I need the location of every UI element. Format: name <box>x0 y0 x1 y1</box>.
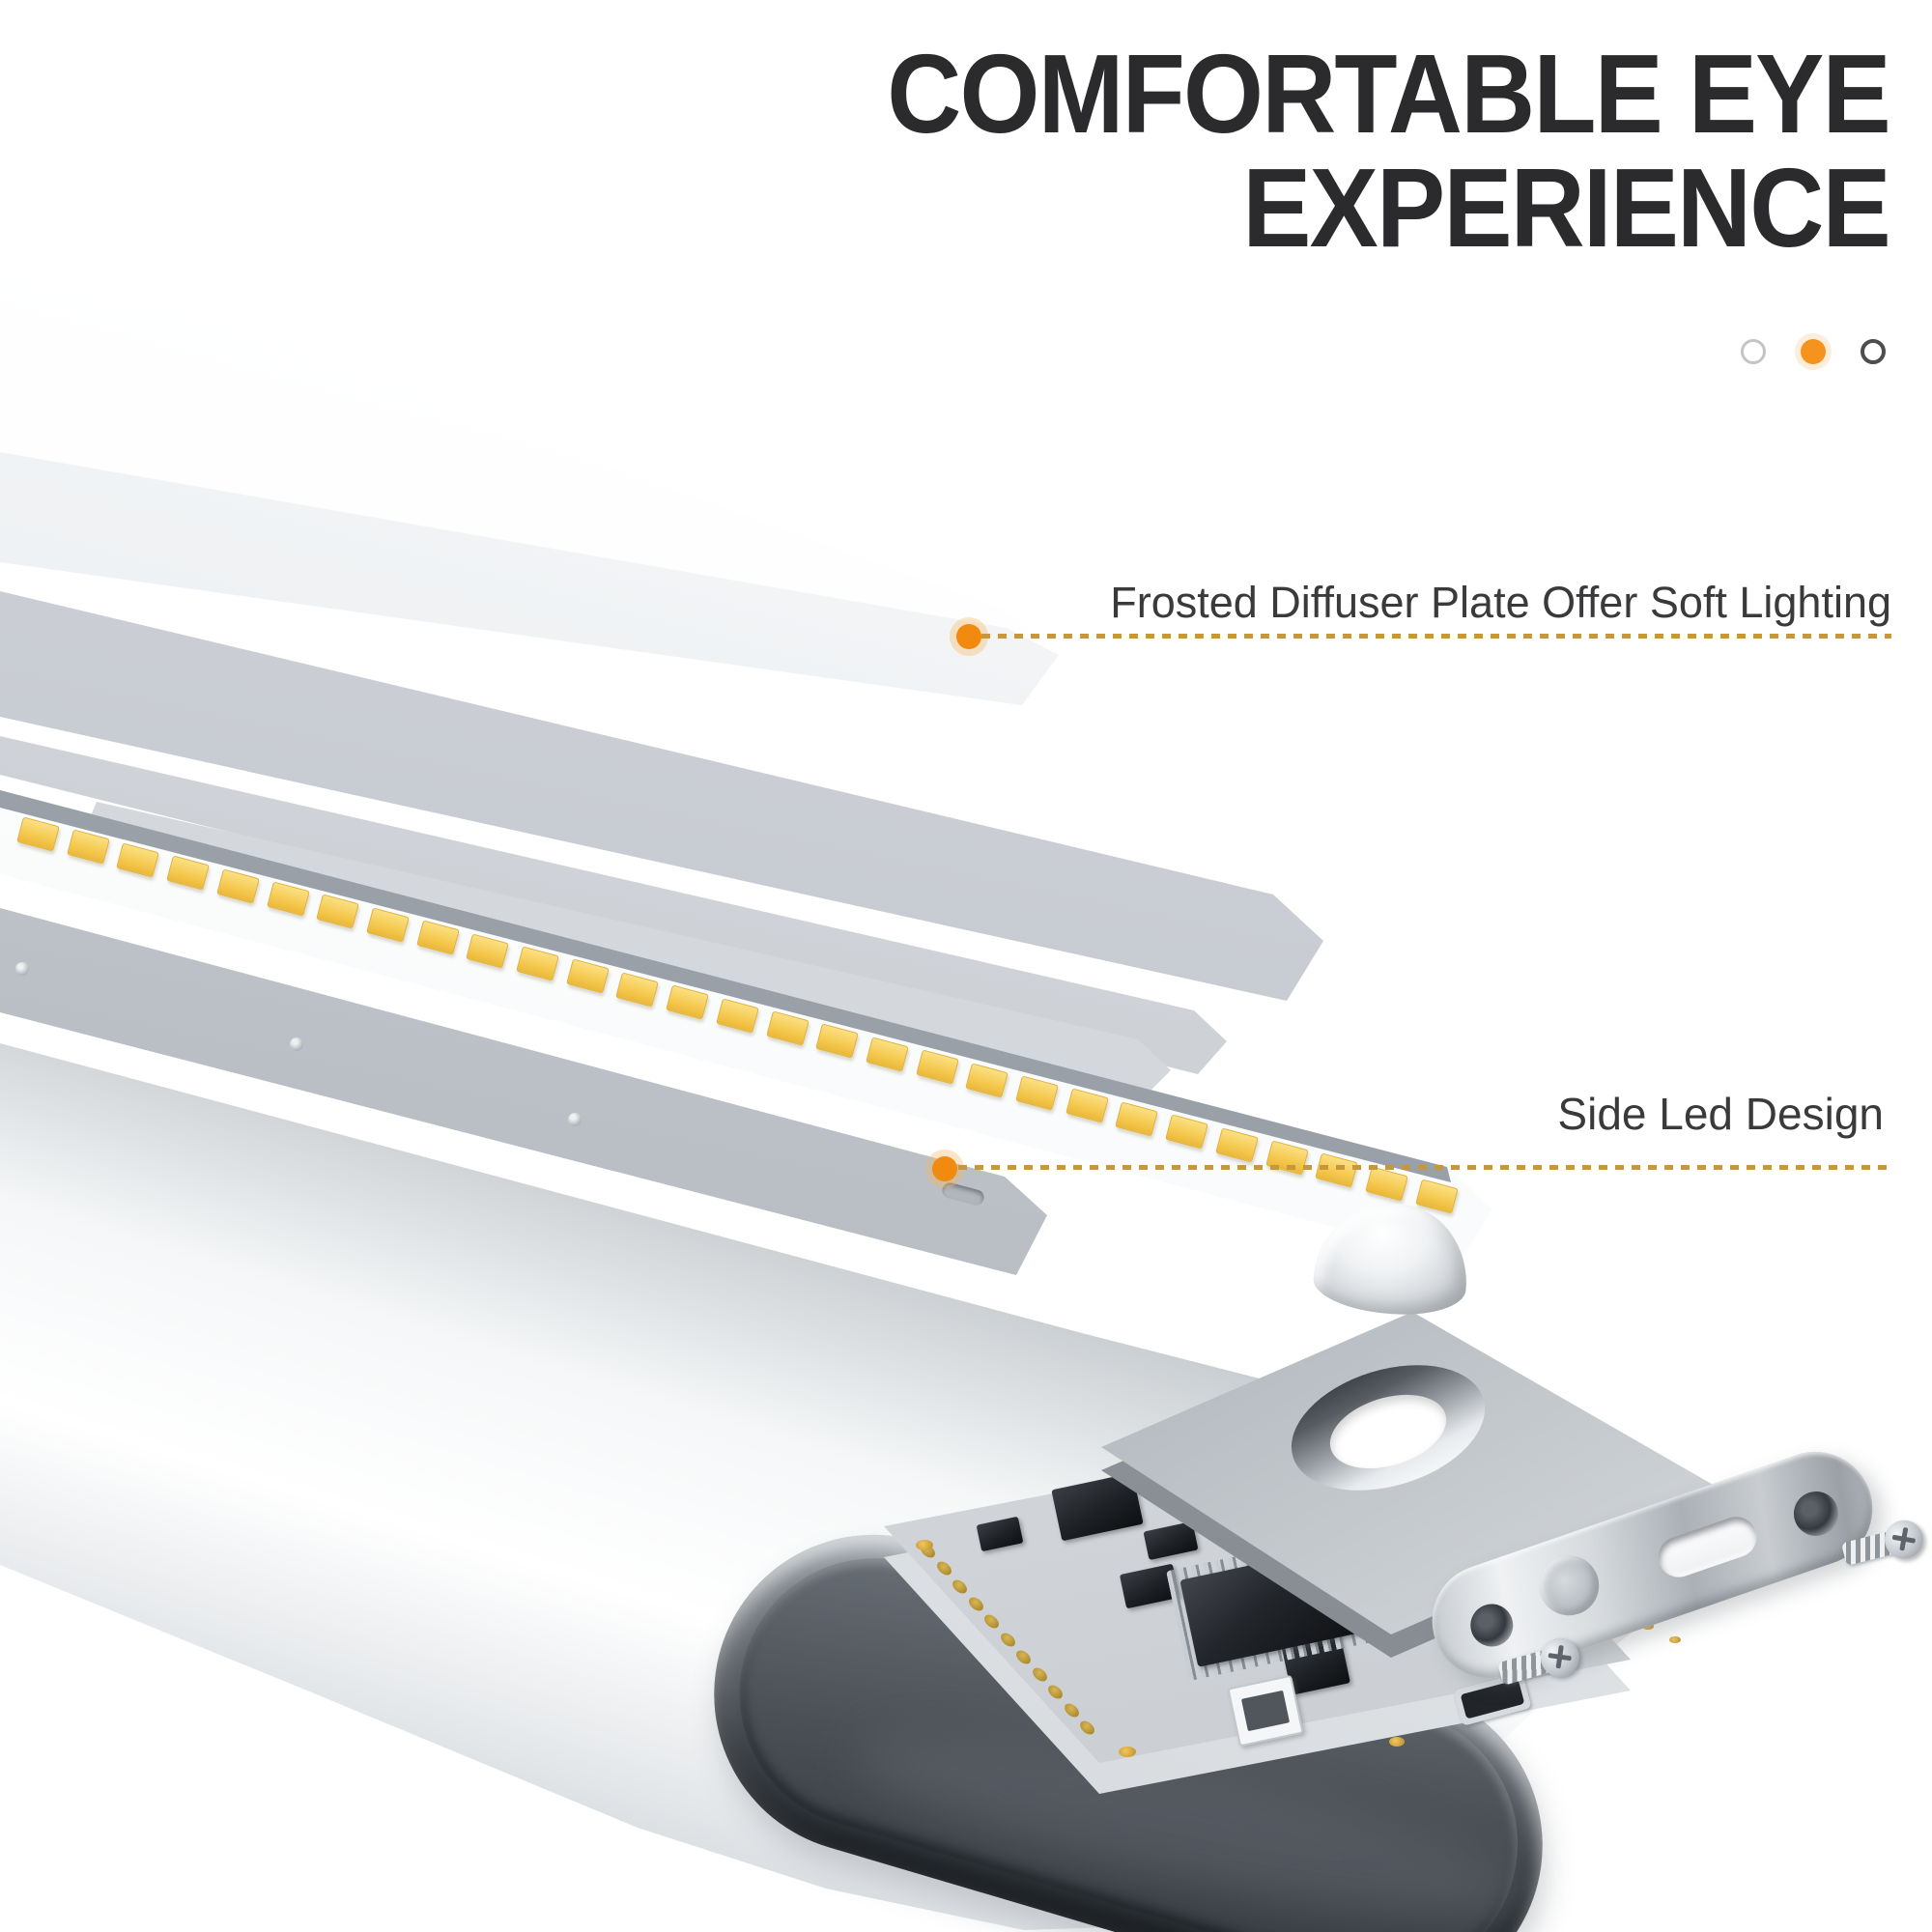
pcb-gold-pad <box>1669 1636 1681 1644</box>
pcb-gold-pad <box>916 1540 933 1551</box>
pcb-gold-pad <box>1119 1747 1136 1758</box>
page-title-line2: EXPERIENCE <box>1242 145 1890 271</box>
carousel-dot-2[interactable] <box>1801 339 1826 364</box>
bracket-hole-left <box>1464 1598 1520 1653</box>
page-title-line1: COMFORTABLE EYE <box>887 31 1890 156</box>
pcb-gold-pad <box>1389 1737 1405 1747</box>
rivet <box>568 1113 582 1126</box>
bracket-hole-right <box>1787 1485 1845 1543</box>
image-carousel-dots <box>1741 339 1886 364</box>
annotation-dot-diffuser <box>956 624 981 649</box>
page-title: COMFORTABLE EYE EXPERIENCE <box>887 31 1890 271</box>
annotation-leader-line-side-led <box>958 1165 1891 1170</box>
rivet <box>290 1037 303 1051</box>
carousel-dot-3[interactable] <box>1861 339 1886 364</box>
annotation-dot-side-led <box>932 1156 957 1181</box>
annotation-label-diffuser: Frosted Diffuser Plate Offer Soft Lighti… <box>1110 578 1891 627</box>
annotation-label-side-led: Side Led Design <box>1557 1089 1884 1139</box>
bracket-slot <box>1653 1511 1763 1583</box>
rivet <box>15 962 29 976</box>
wire-connector-slot <box>1240 1690 1291 1732</box>
bracket-boss <box>1530 1547 1607 1624</box>
carousel-dot-1[interactable] <box>1741 339 1766 364</box>
annotation-leader-line-diffuser <box>981 634 1891 639</box>
